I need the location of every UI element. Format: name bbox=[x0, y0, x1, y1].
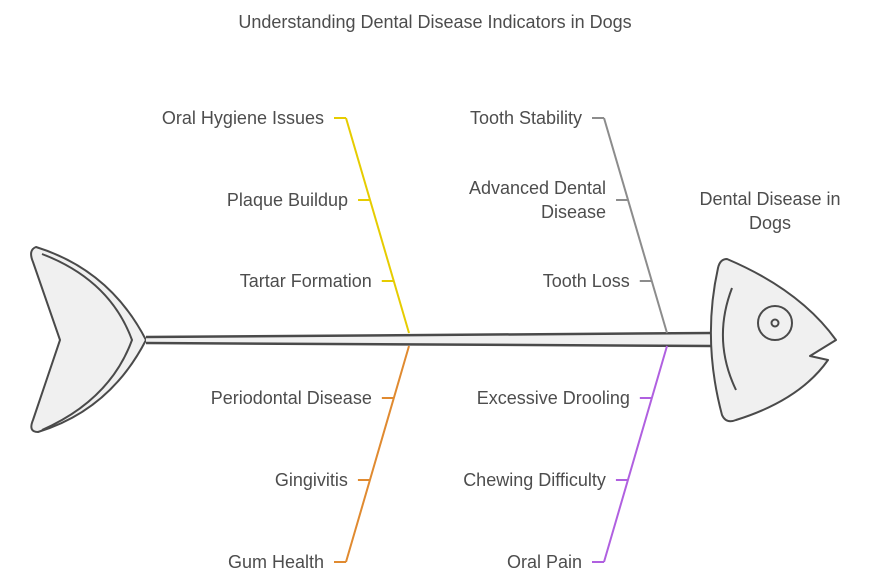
effect-label-line-1: Dental Disease in bbox=[699, 189, 841, 209]
cause-label-line: Excessive Drooling bbox=[476, 388, 630, 408]
cause-label-line: Tartar Formation bbox=[239, 271, 372, 291]
cause-label: Oral Hygiene Issues bbox=[162, 106, 324, 130]
cause-label-line: Plaque Buildup bbox=[226, 190, 349, 210]
fish-tail bbox=[30, 246, 147, 433]
cause-label-line: Chewing Difficulty bbox=[463, 470, 606, 490]
branch-line-periodontal bbox=[345, 345, 410, 563]
cause-label-line: Tooth Loss bbox=[542, 271, 630, 291]
cause-label: Excessive Drooling bbox=[477, 386, 630, 410]
effect-label-line-2: Dogs bbox=[748, 213, 792, 233]
fish-spine bbox=[145, 331, 713, 348]
branch-line-symptoms bbox=[603, 345, 668, 563]
effect-label: Dental Disease in Dogs bbox=[680, 187, 860, 235]
cause-label-line: Periodontal Disease bbox=[210, 388, 372, 408]
cause-label-line: Gum Health bbox=[227, 552, 324, 572]
cause-label-line: Advanced Dental bbox=[468, 178, 607, 198]
cause-label: Tooth Stability bbox=[470, 106, 582, 130]
branch-line-oral-hygiene bbox=[345, 117, 410, 334]
cause-label: Oral Pain bbox=[507, 550, 582, 574]
cause-label: Gingivitis bbox=[275, 468, 348, 492]
cause-label-line: Tooth Stability bbox=[469, 108, 582, 128]
cause-label-line: Gingivitis bbox=[274, 470, 348, 490]
fish-head bbox=[709, 258, 837, 423]
cause-label-line: Oral Pain bbox=[506, 552, 582, 572]
diagram-title: Understanding Dental Disease Indicators … bbox=[238, 12, 632, 32]
cause-label: Tartar Formation bbox=[240, 269, 372, 293]
cause-label: Gum Health bbox=[228, 550, 324, 574]
fish-eye-icon bbox=[757, 305, 793, 341]
cause-label: Periodontal Disease bbox=[211, 386, 372, 410]
cause-label-line: Oral Hygiene Issues bbox=[161, 108, 324, 128]
cause-label-line: Disease bbox=[541, 202, 607, 222]
cause-label: Plaque Buildup bbox=[227, 188, 348, 212]
branch-line-tooth-stability bbox=[603, 117, 668, 334]
cause-label: Tooth Loss bbox=[543, 269, 630, 293]
cause-label: Chewing Difficulty bbox=[463, 468, 606, 492]
